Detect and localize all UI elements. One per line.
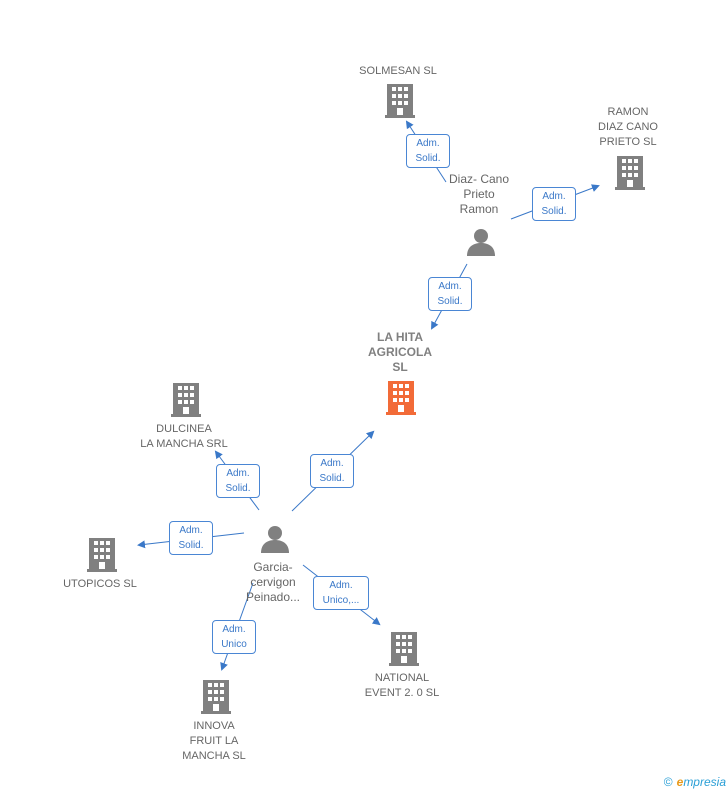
person-icon[interactable] bbox=[260, 525, 290, 553]
node-label-dulcinea: DULCINEA LA MANCHA SRL bbox=[140, 423, 228, 450]
node-label-utopicos: UTOPICOS SL bbox=[63, 578, 137, 590]
building-icon[interactable] bbox=[201, 680, 231, 714]
node-label-diaz-cano: Diaz- Cano Prieto Ramon bbox=[448, 172, 510, 216]
node-label-solmesan: SOLMESAN SL bbox=[359, 65, 437, 77]
node-label-garcia: Garcia- cervigon Peinado... bbox=[245, 560, 301, 604]
edge-label-garcia-innova[interactable]: Adm. Unico bbox=[212, 620, 256, 654]
edge-label-garcia-utopicos[interactable]: Adm. Solid. bbox=[169, 521, 213, 555]
building-icon[interactable] bbox=[385, 84, 415, 118]
edge-label-diaz-ramon-sl[interactable]: Adm. Solid. bbox=[532, 187, 576, 221]
node-label-innova: INNOVA FRUIT LA MANCHA SL bbox=[182, 720, 246, 762]
brand-name: mpresia bbox=[683, 775, 726, 789]
edge-label-garcia-dulcinea[interactable]: Adm. Solid. bbox=[216, 464, 260, 498]
building-icon[interactable] bbox=[87, 538, 117, 572]
edge-label-garcia-national[interactable]: Adm. Unico,... bbox=[313, 576, 369, 610]
empresia-logo: ©empresia bbox=[664, 775, 726, 789]
node-label-ramon-sl: RAMON DIAZ CANO PRIETO SL bbox=[598, 106, 658, 148]
edge-label-diaz-solmesan[interactable]: Adm. Solid. bbox=[406, 134, 450, 168]
node-label-national: NATIONAL EVENT 2. 0 SL bbox=[364, 672, 440, 699]
edge-label-garcia-lahita[interactable]: Adm. Solid. bbox=[310, 454, 354, 488]
building-icon[interactable] bbox=[386, 381, 416, 415]
copyright-symbol: © bbox=[663, 775, 673, 789]
edge-label-diaz-lahita[interactable]: Adm. Solid. bbox=[428, 277, 472, 311]
node-label-la-hita: LA HITA AGRICOLA SL bbox=[368, 330, 432, 374]
brand-initial: e bbox=[676, 775, 684, 789]
building-icon[interactable] bbox=[389, 632, 419, 666]
building-icon[interactable] bbox=[171, 383, 201, 417]
building-icon[interactable] bbox=[615, 156, 645, 190]
person-icon[interactable] bbox=[466, 228, 496, 256]
